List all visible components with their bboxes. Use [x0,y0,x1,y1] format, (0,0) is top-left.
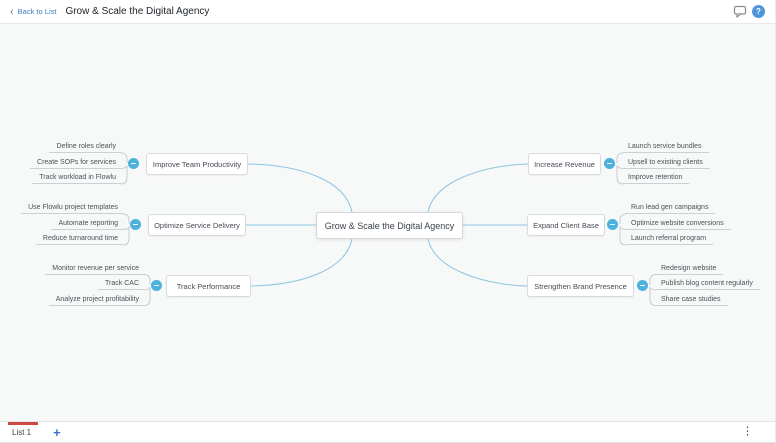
mindmap-child-item[interactable]: Reduce turnaround time [35,231,123,245]
connector-lines [120,152,657,306]
edge-children-b6 [649,274,657,306]
add-list-button[interactable]: + [53,424,61,440]
collapse-button[interactable] [130,219,141,230]
edge-children-b5 [619,213,627,246]
chevron-left-icon: ‹ [10,5,14,18]
mindmap-child-item[interactable]: Create SOPs for services [30,155,121,169]
tab-label: List 1 [12,427,32,437]
minus-icon [607,162,612,165]
tab-list-1[interactable]: List 1 [0,422,43,442]
edge-children-b1 [120,152,128,185]
collapse-button[interactable] [604,158,615,169]
edge-root-branch4 [427,163,529,213]
mindmap-child-item[interactable]: Automate reporting [51,216,123,230]
mindmap-child-item[interactable]: Upsell to existing clients [623,155,710,169]
comments-icon[interactable] [733,5,747,18]
edge-children-b4 [616,152,624,185]
back-to-list-label: Back to List [17,7,57,16]
top-bar: ‹ Back to List Grow & Scale the Digital … [0,0,775,24]
bottom-bar: List 1 + ⋮ [0,421,775,443]
mindmap-child-item[interactable]: Run lead gen campaigns [626,200,716,214]
mindmap-child-item[interactable]: Publish blog content regularly [656,276,760,290]
mindmap-child-item[interactable]: Launch referral program [626,231,714,245]
edge-root-branch3 [250,238,353,287]
mindmap-child-item[interactable]: Track workload in Flowlu [32,170,121,184]
mindmap-child-item[interactable]: Use Flowlu project templates [21,200,123,214]
header-actions: ? [733,5,765,18]
collapse-button[interactable] [128,158,139,169]
active-tab-indicator [8,422,38,425]
minus-icon [154,284,159,287]
minus-icon [131,162,136,165]
edge-root-branch6 [427,238,528,287]
collapse-button[interactable] [151,280,162,291]
branch-improve-team-productivity[interactable]: Improve Team Productivity [146,153,248,175]
mindmap-child-item[interactable]: Share case studies [656,292,728,306]
mindmap-child-item[interactable]: Define roles clearly [49,139,121,153]
page-title: Grow & Scale the Digital Agency [65,6,210,17]
branch-increase-revenue[interactable]: Increase Revenue [528,153,601,175]
mindmap-canvas[interactable]: Grow & Scale the Digital Agency Improve … [0,24,775,421]
kebab-menu-icon[interactable]: ⋮ [742,425,753,438]
mindmap-child-item[interactable]: Launch service bundles [623,139,709,153]
edge-children-b2 [122,213,130,246]
collapse-button[interactable] [607,219,618,230]
root-node[interactable]: Grow & Scale the Digital Agency [316,212,463,239]
branch-optimize-service-delivery[interactable]: Optimize Service Delivery [148,214,246,236]
edge-children-b3 [143,274,151,306]
mindmap-child-item[interactable]: Analyze project profitability [48,292,144,306]
edge-root-branch1 [247,163,353,213]
mindmap-child-item[interactable]: Redesign website [656,261,724,275]
minus-icon [640,284,645,287]
mindmap-child-item[interactable]: Monitor revenue per service [45,261,144,275]
mindmap-child-item[interactable]: Improve retention [623,170,690,184]
collapse-button[interactable] [637,280,648,291]
mindmap-child-item[interactable]: Track CAC [98,276,144,290]
minus-icon [610,223,615,226]
help-icon[interactable]: ? [752,5,765,18]
branch-expand-client-base[interactable]: Expand Client Base [527,214,605,236]
mindmap-child-item[interactable]: Optimize website conversions [626,216,731,230]
branch-track-performance[interactable]: Track Performance [166,275,251,297]
branch-strengthen-brand-presence[interactable]: Strengthen Brand Presence [527,275,634,297]
back-to-list-link[interactable]: ‹ Back to List [10,5,57,18]
minus-icon [133,223,138,226]
